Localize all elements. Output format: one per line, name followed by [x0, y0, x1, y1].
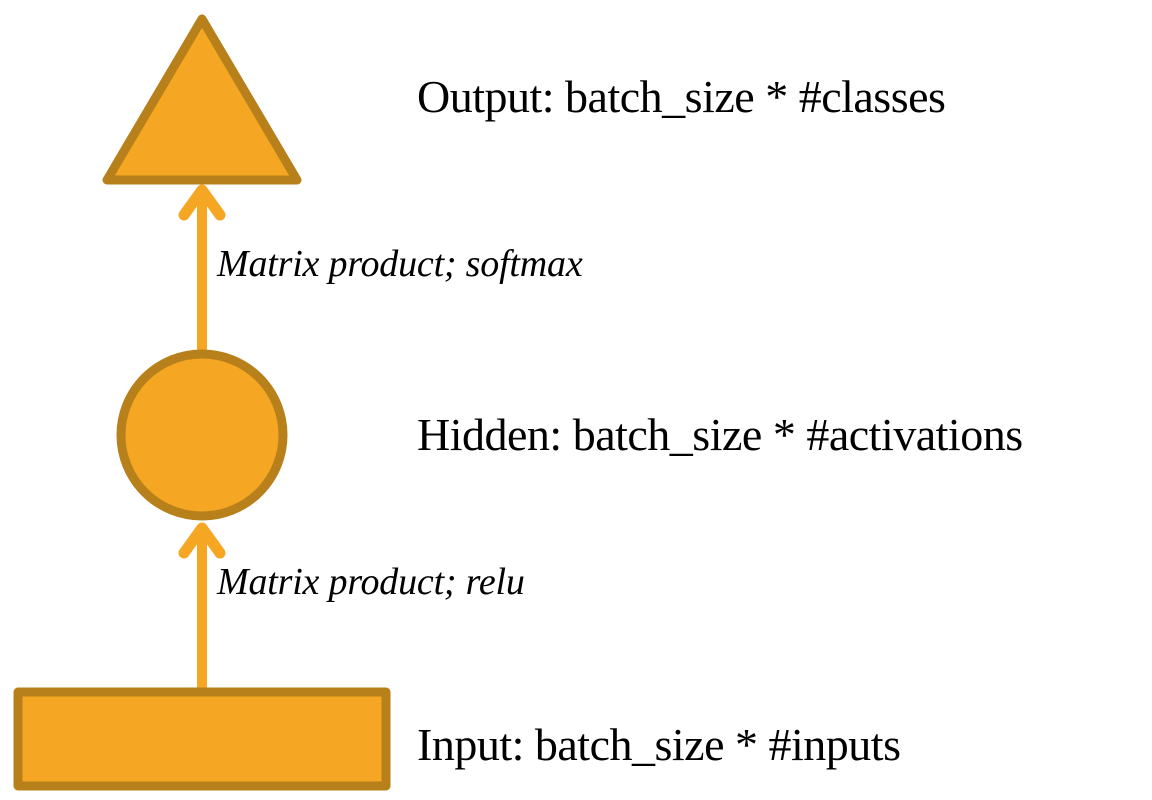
- circle-node-icon[interactable]: [116, 349, 288, 521]
- arrow-input-to-hidden: [178, 522, 226, 690]
- node-label-input: Input: batch_size * #inputs: [417, 719, 901, 770]
- arrow-hidden-to-output: [178, 184, 226, 352]
- edge-label-input-to-hidden: Matrix product; relu: [217, 561, 525, 603]
- node-label-output: Output: batch_size * #classes: [417, 71, 946, 122]
- node-label-hidden: Hidden: batch_size * #activations: [417, 409, 1023, 460]
- rectangle-node-icon[interactable]: [13, 687, 391, 791]
- arrow-head: [178, 184, 226, 221]
- arrow-head: [178, 522, 226, 559]
- triangle-node-icon[interactable]: [102, 14, 302, 185]
- edge-label-hidden-to-output: Matrix product; softmax: [217, 243, 583, 285]
